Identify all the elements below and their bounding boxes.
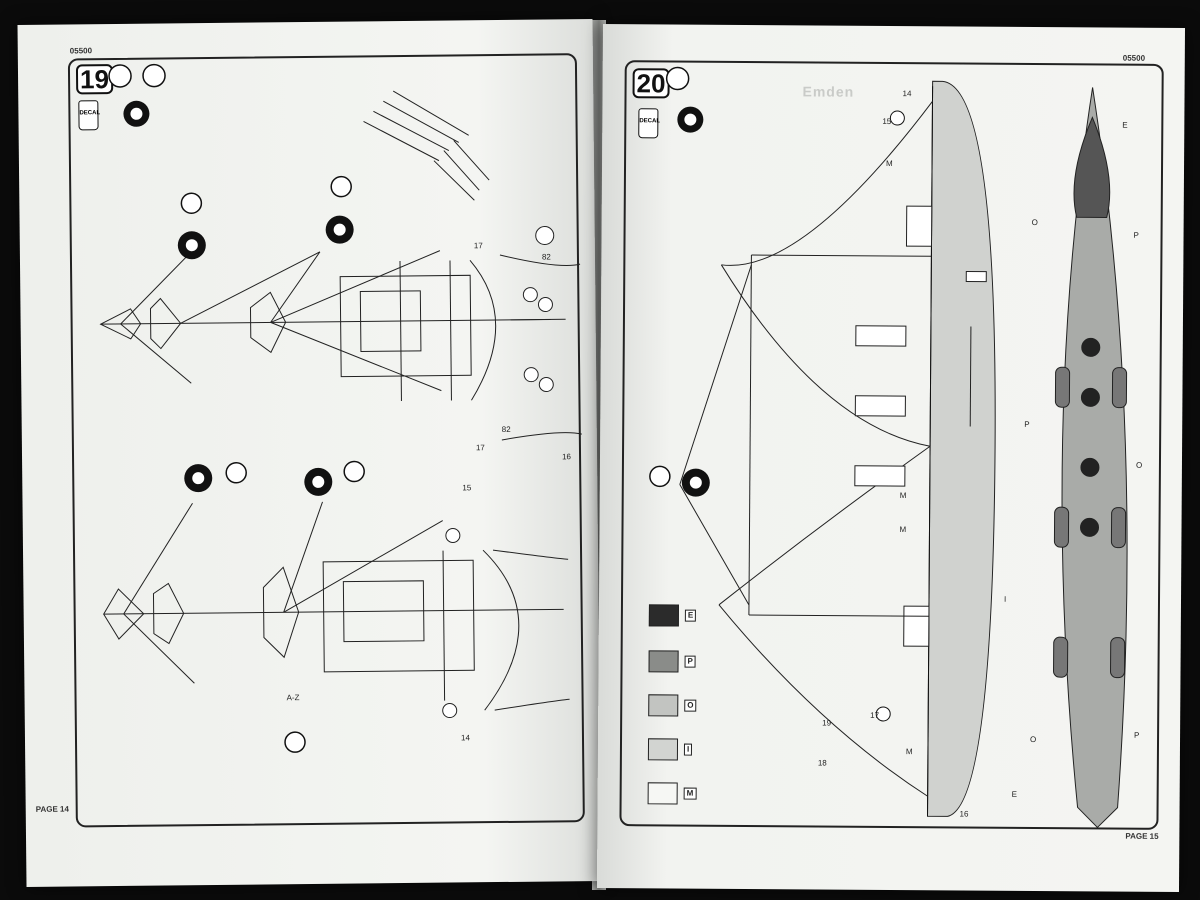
- callout-19: 19: [822, 719, 832, 728]
- callout-14: 14: [461, 733, 471, 742]
- color-tag: P: [1134, 231, 1139, 240]
- callout-17a: 17: [474, 241, 484, 250]
- instruction-page-left: 05500 19 DECAL PAGE 14: [17, 19, 602, 887]
- color-tag: M: [906, 747, 913, 756]
- color-tag: M: [886, 159, 893, 168]
- rosette-markers-upper: [177, 175, 354, 260]
- color-tag: O: [1030, 735, 1036, 744]
- callout-16: 16: [959, 809, 969, 818]
- rosette-markers-lower: [184, 460, 365, 753]
- color-tag: O: [1032, 218, 1038, 227]
- brush-icon: [108, 64, 132, 88]
- instruction-page-right: 05500 20 DECAL PAGE 15 Emden E P O I M: [596, 23, 1186, 893]
- propeller-icons: [522, 226, 555, 393]
- scissors-icon: [284, 731, 306, 753]
- callout-15: 15: [462, 483, 472, 492]
- callout-18: 18: [818, 758, 828, 767]
- color-tag: P: [1134, 731, 1139, 740]
- ship-upper-view: [99, 250, 582, 441]
- rosette-marker-right: [649, 110, 905, 722]
- rigging-diagram-step-19: 17 82 17 82 16 15 14 A-Z: [99, 63, 582, 753]
- callout-82a: 82: [542, 252, 552, 261]
- ship-top-view: [1053, 87, 1128, 829]
- rigging-diagram-step-20: 14 15 17 16 18 19 M I O P P O P O M E E …: [649, 66, 1142, 829]
- color-tag: E: [1012, 790, 1017, 799]
- callout-82b: 82: [502, 425, 512, 434]
- callout-az: A-Z: [287, 693, 300, 702]
- callout-16: 16: [562, 452, 572, 461]
- color-tag: P: [1024, 420, 1029, 429]
- color-tag: I: [1004, 595, 1006, 604]
- color-tag: E: [1122, 121, 1127, 130]
- color-tag: O: [1136, 461, 1142, 470]
- callout-14: 14: [903, 89, 913, 98]
- ship-lower-view: [103, 501, 570, 719]
- callout-17b: 17: [476, 443, 486, 452]
- glue-icon: [142, 63, 166, 88]
- knot-icon: [665, 66, 690, 91]
- callout-17: 17: [870, 711, 880, 720]
- color-tag: M: [900, 491, 907, 500]
- color-tag: M: [899, 525, 906, 534]
- callout-15: 15: [882, 117, 892, 126]
- clamp-detail: [363, 90, 490, 201]
- ship-side-view: [679, 80, 996, 817]
